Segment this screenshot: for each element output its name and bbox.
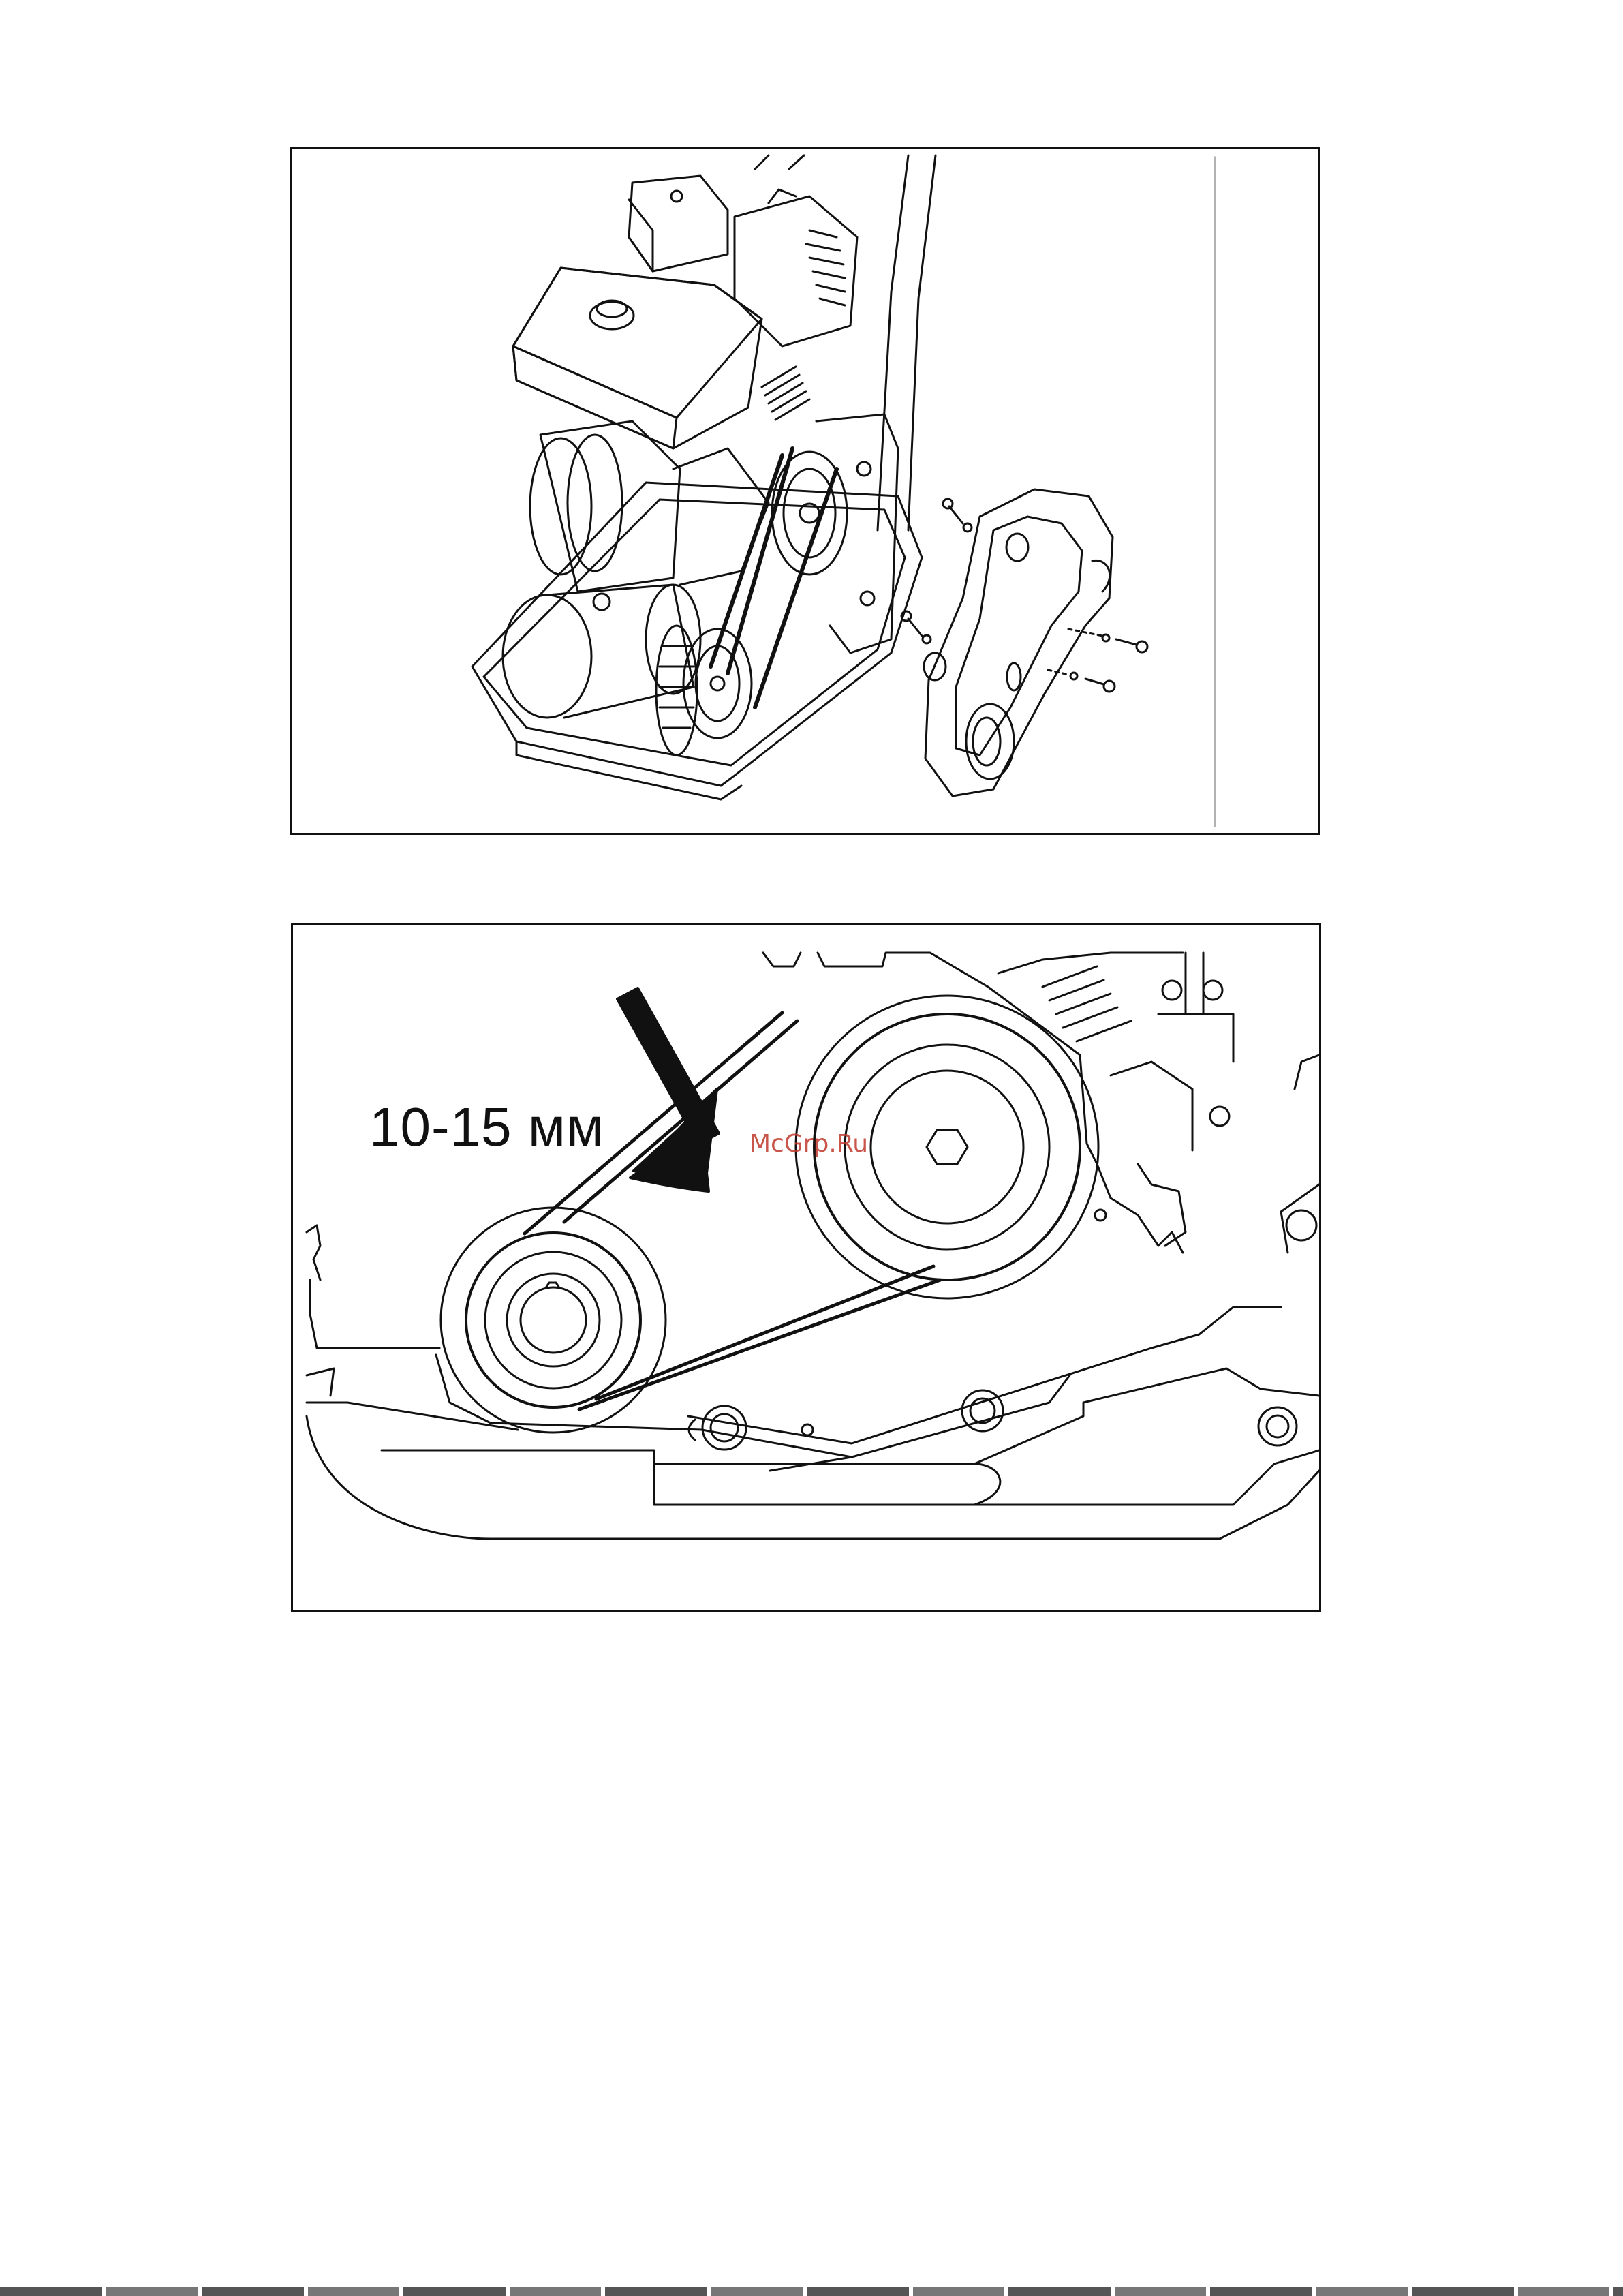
small-hole (802, 1424, 813, 1435)
exciter-drum (503, 585, 700, 718)
hex-bolt-center (689, 1406, 746, 1450)
air-cleaner (629, 176, 728, 271)
fuel-tank (513, 268, 762, 448)
left-bracket (307, 1225, 439, 1396)
belt-guard-cover (924, 489, 1113, 796)
handle-bars (755, 155, 936, 530)
watermark: McGrp.Ru (749, 1130, 868, 1158)
hex-bolt-right (962, 1390, 1003, 1431)
small-hole-2 (1095, 1210, 1106, 1221)
guard-bolts (901, 499, 1147, 692)
hex-bolt-far-right (1258, 1407, 1297, 1445)
center-bracket (436, 1307, 1281, 1457)
small-pulley (441, 1208, 666, 1433)
belt-deflection-label: 10-15 мм (369, 1096, 604, 1159)
belt-tension-illustration (293, 925, 1319, 1610)
engine-spring (762, 367, 809, 420)
muffler (735, 189, 857, 346)
figure-belt-tension: 10-15 мм McGrp.Ru (291, 923, 1321, 1612)
figure-exploded-view (290, 147, 1320, 835)
engine-housing (763, 953, 1319, 1253)
frame-bracket (816, 414, 898, 653)
compactor-illustration (292, 149, 1318, 833)
page-footer-strip (0, 2287, 1623, 2296)
engine-pulley (772, 452, 847, 575)
base-plate (307, 1368, 1319, 1539)
